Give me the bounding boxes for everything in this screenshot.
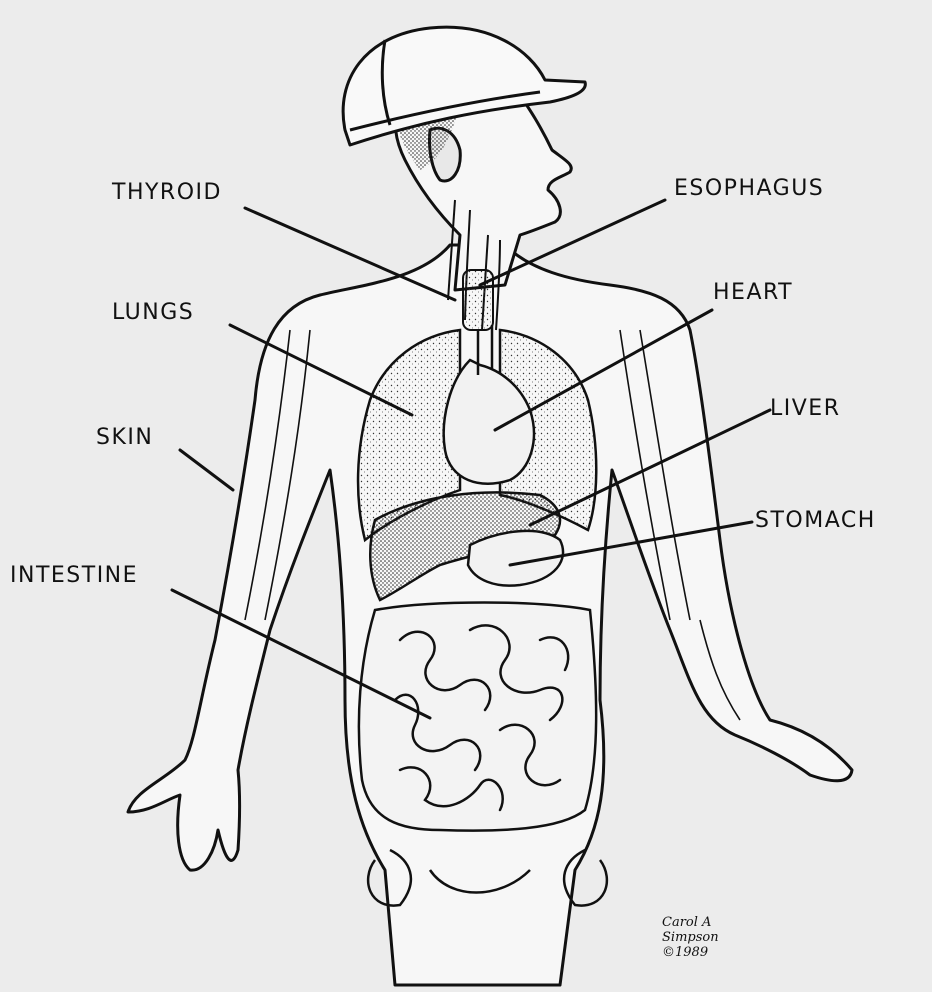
leader-skin bbox=[180, 450, 233, 490]
label-liver: LIVER bbox=[770, 396, 840, 421]
leader-thyroid bbox=[245, 208, 455, 300]
label-thyroid: THYROID bbox=[112, 180, 222, 205]
label-lungs: LUNGS bbox=[112, 300, 194, 325]
artist-signature: Carol A Simpson ©1989 bbox=[662, 915, 719, 960]
signature-line-3: ©1989 bbox=[662, 945, 719, 960]
label-stomach: STOMACH bbox=[755, 508, 876, 533]
label-skin: SKIN bbox=[96, 425, 153, 450]
label-esophagus: ESOPHAGUS bbox=[674, 176, 824, 201]
signature-line-1: Carol A bbox=[662, 915, 719, 930]
trachea bbox=[463, 270, 493, 330]
label-heart: HEART bbox=[713, 280, 793, 305]
label-intestine: INTESTINE bbox=[10, 563, 138, 588]
large-intestine bbox=[359, 603, 596, 831]
signature-line-2: Simpson bbox=[662, 930, 719, 945]
